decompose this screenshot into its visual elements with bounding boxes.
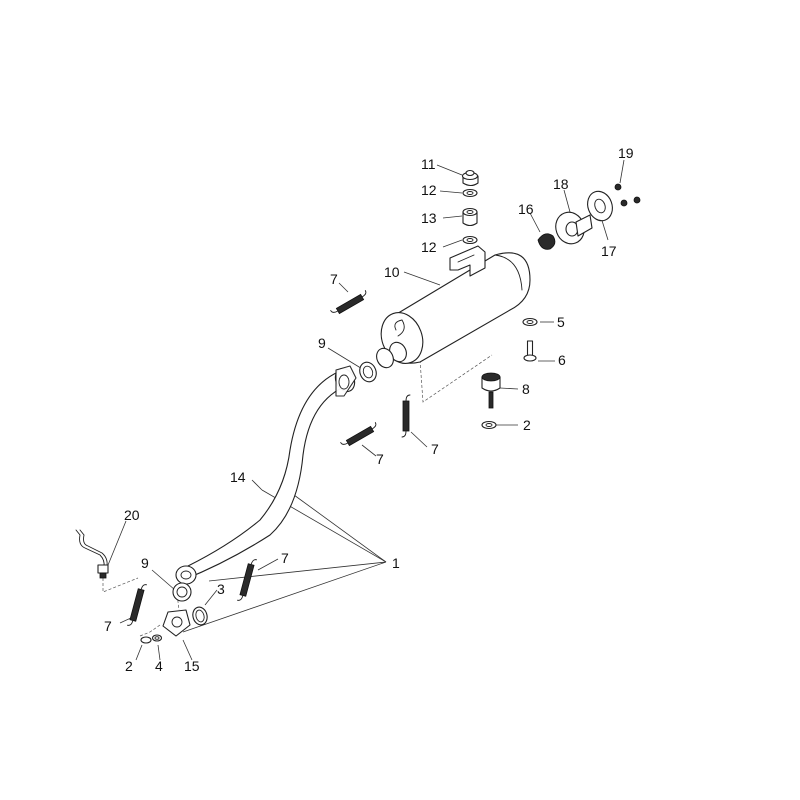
callout-8: 8 (522, 381, 530, 397)
tail-cap-part (537, 233, 556, 250)
callout-9: 9 (141, 555, 149, 571)
o2-sensor-part (75, 529, 109, 579)
callout-13: 13 (421, 210, 437, 226)
callout-10: 10 (384, 264, 400, 280)
callout-1: 1 (392, 555, 400, 571)
callout-19: 19 (618, 145, 634, 161)
callout-7: 7 (281, 550, 289, 566)
callout-16: 16 (518, 201, 534, 217)
callout-7: 7 (376, 451, 384, 467)
callout-7: 7 (104, 618, 112, 634)
callout-18: 18 (553, 176, 569, 192)
callout-12: 12 (421, 239, 437, 255)
callout-7: 7 (431, 441, 439, 457)
exhaust-pipe-part (175, 365, 357, 585)
callout-6: 6 (558, 352, 566, 368)
callout-3: 3 (217, 581, 225, 597)
callout-4: 4 (155, 658, 163, 674)
mount-bolt-parts (481, 317, 538, 430)
callout-15: 15 (184, 658, 200, 674)
callout-17: 17 (601, 243, 617, 259)
callout-2: 2 (125, 658, 133, 674)
callout-12: 12 (421, 182, 437, 198)
callout-5: 5 (557, 314, 565, 330)
lower-flange-parts (140, 582, 208, 644)
callout-20: 20 (124, 507, 140, 523)
gasket-part-upper (359, 361, 377, 383)
mount-stack-parts (461, 169, 479, 245)
muffler-part (376, 245, 531, 369)
spring-parts (126, 290, 411, 626)
callout-14: 14 (230, 469, 246, 485)
callout-2: 2 (523, 417, 531, 433)
callout-7: 7 (330, 271, 338, 287)
end-flange-parts (555, 183, 641, 245)
callout-labels: 11 12 13 12 16 18 19 17 10 7 5 9 6 8 2 7… (104, 145, 634, 674)
callout-11: 11 (421, 156, 436, 172)
callout-9: 9 (318, 335, 326, 351)
